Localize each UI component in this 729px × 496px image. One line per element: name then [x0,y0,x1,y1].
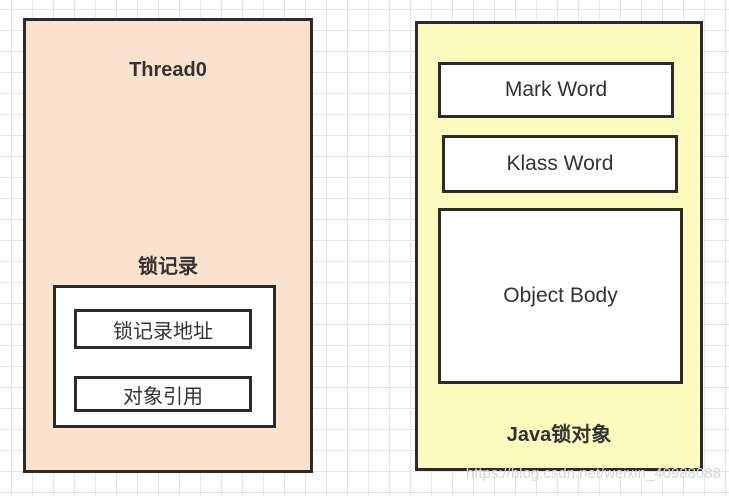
klass-word-box: Klass Word [442,135,678,193]
lock-record-box: 锁记录地址 对象引用 [53,285,276,428]
object-reference: 对象引用 [74,376,252,412]
thread-title: Thread0 [129,59,207,81]
watermark: https://blog.csdn.net/weixin_40988088 [465,465,721,482]
lock-record-address: 锁记录地址 [74,309,252,349]
object-body-box: Object Body [438,208,683,384]
thread-panel: Thread0 锁记录 锁记录地址 对象引用 [23,18,313,473]
java-object-panel: Mark Word Klass Word Object Body Java锁对象 [415,21,703,471]
java-object-caption: Java锁对象 [506,424,612,446]
lock-record-label: 锁记录 [138,256,198,278]
mark-word-box: Mark Word [438,62,674,118]
